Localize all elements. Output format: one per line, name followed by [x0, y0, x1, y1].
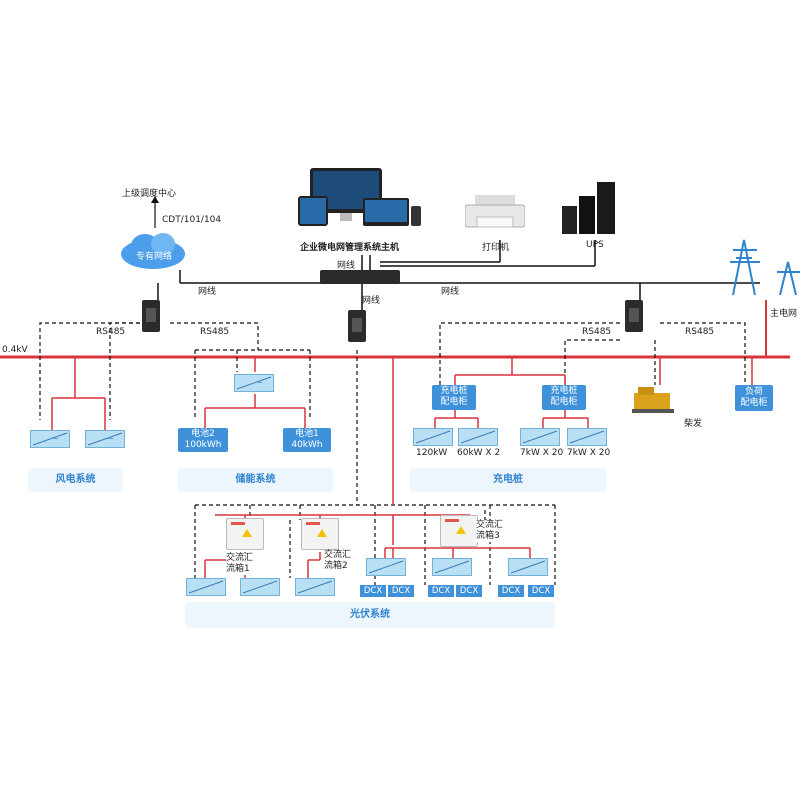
- dcx-1: DCX: [360, 585, 386, 597]
- pv-inverter-5: [432, 558, 472, 576]
- host-monitors-icon: [298, 168, 423, 233]
- wind-inverter-1: ~: [30, 430, 70, 448]
- dcx-2: DCX: [388, 585, 414, 597]
- cloud-label: 专有网络: [136, 252, 173, 262]
- network-switch: [320, 270, 400, 284]
- rs485-d-label: RS485: [685, 327, 715, 337]
- pv-system-panel: 光伏系统: [185, 602, 555, 628]
- charger-7kw-a: [520, 428, 560, 446]
- network-wire-right-label: 网线: [441, 287, 460, 297]
- charger-120kw: [413, 428, 453, 446]
- protocol-label: CDT/101/104: [162, 215, 222, 225]
- grid-label: 主电网: [770, 309, 798, 319]
- bus-voltage-label: 0.4kV: [2, 345, 28, 355]
- dcx-5: DCX: [498, 585, 524, 597]
- battery-2-label: 电池2: [191, 429, 215, 439]
- network-wire-mid-label: 网线: [362, 296, 381, 306]
- wind-system-panel: 风电系统: [28, 468, 123, 492]
- ac-combiner-3: [440, 515, 478, 547]
- svg-text:~: ~: [53, 435, 59, 443]
- charging-cabinet-1-line2: 配电柜: [440, 397, 468, 407]
- load-cabinet-line1: 负荷: [744, 387, 763, 397]
- combiner-3-line1: 交流汇: [476, 520, 504, 530]
- gateway-left: [142, 300, 160, 332]
- charger-60kw-label: 60kW X 2: [457, 448, 501, 458]
- dcx-4: DCX: [456, 585, 482, 597]
- host-label: 企业微电网管理系统主机: [300, 243, 400, 253]
- pv-inverter-3: [295, 578, 335, 596]
- svg-text:~: ~: [257, 379, 263, 387]
- load-cabinet: 负荷 配电柜: [735, 385, 773, 411]
- pv-system-title: 光伏系统: [350, 609, 390, 620]
- gateway-mid: [348, 310, 366, 342]
- ac-combiner-1: [226, 518, 264, 550]
- network-wire-left-label: 网线: [198, 287, 217, 297]
- dcx-6: DCX: [528, 585, 554, 597]
- storage-system-title: 储能系统: [235, 474, 276, 485]
- gateway-right: [625, 300, 643, 332]
- battery-1-capacity: 40kWh: [291, 440, 323, 450]
- combiner-1-line1: 交流汇: [226, 553, 254, 563]
- svg-text:~: ~: [108, 435, 114, 443]
- charger-60kw: [458, 428, 498, 446]
- charging-cabinet-2-line1: 充电桩: [550, 386, 578, 396]
- ups-icon: [562, 182, 617, 234]
- ups-label: UPS: [586, 240, 604, 250]
- storage-pcs: ~: [234, 374, 274, 392]
- charging-cabinet-1: 充电桩 配电柜: [432, 385, 476, 410]
- combiner-2-line1: 交流汇: [324, 550, 352, 560]
- wind-inverter-2: ~: [85, 430, 125, 448]
- charging-cabinet-2-line2: 配电柜: [550, 397, 578, 407]
- diesel-label: 柴发: [684, 419, 703, 429]
- charging-cabinet-1-line1: 充电桩: [440, 386, 468, 396]
- battery-1-label: 电池1: [295, 429, 319, 439]
- charging-cabinet-2: 充电桩 配电柜: [542, 385, 586, 410]
- charger-7kw-b-label: 7kW X 20: [567, 448, 611, 458]
- rs485-a-label: RS485: [96, 327, 126, 337]
- network-wire-top-label: 网线: [337, 261, 356, 271]
- storage-system-panel: 储能系统: [178, 468, 333, 492]
- rs485-b-label: RS485: [200, 327, 230, 337]
- charger-7kw-a-label: 7kW X 20: [520, 448, 564, 458]
- charging-system-title: 充电桩: [493, 474, 523, 485]
- charger-7kw-b: [567, 428, 607, 446]
- dispatch-center-label: 上级调度中心: [122, 189, 177, 199]
- battery-1: 电池1 40kWh: [283, 428, 331, 452]
- wind-system-title: 风电系统: [55, 474, 96, 485]
- battery-2-capacity: 100kWh: [184, 440, 222, 450]
- pv-inverter-6: [508, 558, 548, 576]
- charging-system-panel: 充电桩: [410, 468, 606, 492]
- pv-inverter-2: [240, 578, 280, 596]
- printer-icon: [464, 195, 526, 233]
- pv-inverter-4: [366, 558, 406, 576]
- combiner-3-label: 交流汇流箱3: [476, 520, 504, 542]
- dcx-3: DCX: [428, 585, 454, 597]
- cloud-icon: [115, 230, 187, 270]
- combiner-1-line2: 流箱1: [226, 564, 250, 574]
- combiner-2-label: 交流汇流箱2: [324, 550, 352, 572]
- ac-combiner-2: [301, 518, 339, 550]
- combiner-1-label: 交流汇流箱1: [226, 553, 254, 575]
- printer-label: 打印机: [482, 243, 510, 253]
- combiner-3-line2: 流箱3: [476, 531, 500, 541]
- rs485-c-label: RS485: [582, 327, 612, 337]
- pv-inverter-1: [186, 578, 226, 596]
- battery-2: 电池2 100kWh: [178, 428, 228, 452]
- charger-120kw-label: 120kW: [416, 448, 448, 458]
- diesel-generator-icon: [632, 385, 678, 415]
- combiner-2-line2: 流箱2: [324, 561, 348, 571]
- load-cabinet-line2: 配电柜: [740, 398, 768, 408]
